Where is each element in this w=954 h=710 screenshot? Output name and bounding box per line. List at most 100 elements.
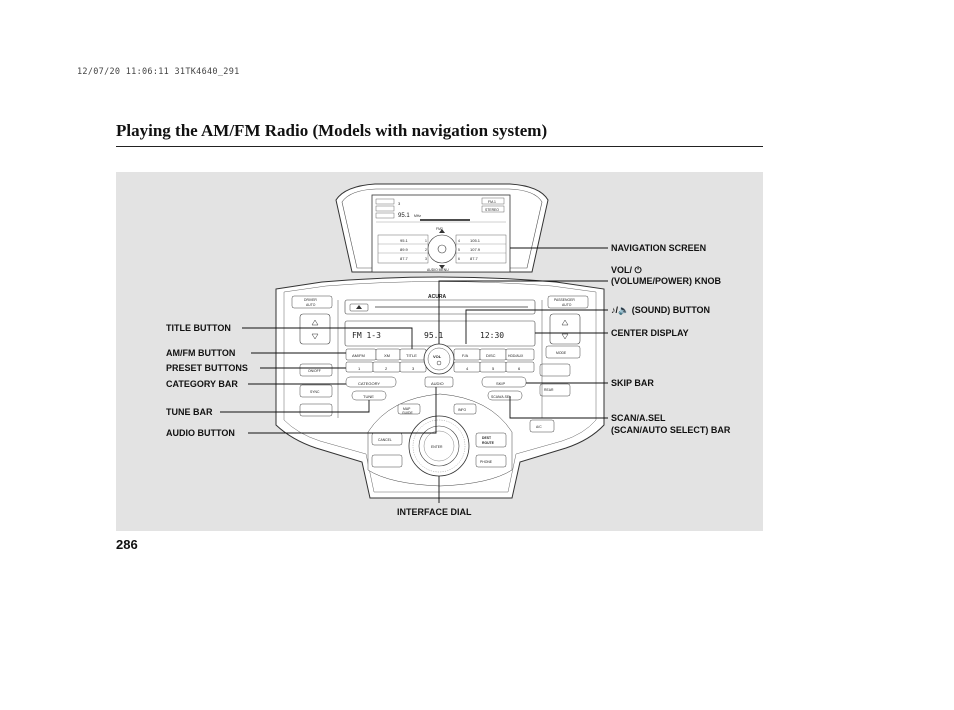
guide-label: GUIDE bbox=[402, 411, 413, 415]
passenger-temp-rocker[interactable] bbox=[549, 313, 581, 345]
callout-tune-bar: TUNE BAR bbox=[166, 407, 213, 417]
cd-slot: ACURA bbox=[344, 294, 536, 315]
pass-auto-bottom: AUTO bbox=[562, 303, 572, 307]
nav-preset-no: 3 bbox=[398, 201, 401, 206]
driver-auto-top: DRIVER bbox=[304, 298, 317, 302]
info-button[interactable] bbox=[453, 403, 477, 415]
phone-right-button[interactable] bbox=[475, 454, 507, 468]
nav-preset-r2: 107.9 bbox=[470, 247, 481, 252]
xm-label: XM bbox=[384, 353, 390, 358]
driver-auto-bottom: AUTO bbox=[306, 303, 316, 307]
pass-temp-up-icon bbox=[561, 319, 569, 326]
callout-title-button: TITLE BUTTON bbox=[166, 323, 231, 333]
callout-scan-line2: (SCAN/AUTO SELECT) BAR bbox=[611, 425, 731, 435]
driver-temp-rocker[interactable] bbox=[299, 313, 331, 345]
power-icon bbox=[436, 360, 442, 366]
nav-band-top: FM-1 bbox=[488, 200, 496, 204]
interface-dial[interactable]: ENTER bbox=[408, 415, 470, 477]
fav-label: F/A bbox=[462, 353, 469, 358]
nav-num-r2: 5 bbox=[458, 248, 460, 252]
preset-button-6[interactable] bbox=[505, 361, 535, 373]
callout-vol-line2: (VOLUME/POWER) KNOB bbox=[611, 276, 721, 286]
map-guide-button[interactable] bbox=[397, 403, 421, 415]
skip-label: SKIP bbox=[496, 381, 505, 386]
callout-interface-dial: INTERFACE DIAL bbox=[397, 507, 472, 517]
nav-preset-l3: 87.7 bbox=[400, 256, 409, 261]
scan-bar[interactable] bbox=[487, 390, 523, 401]
vol-label: VOL bbox=[433, 354, 442, 359]
climate-left: DRIVER AUTO ON/OFF SYNC bbox=[291, 295, 339, 418]
preset-5-label: 5 bbox=[492, 366, 495, 371]
nav-cluster: MAP GUIDE INFO CANCEL DEST ROUTE PHONE E… bbox=[367, 393, 513, 487]
audio-button[interactable] bbox=[424, 376, 454, 388]
amfm-label: AM/FM bbox=[352, 353, 365, 358]
preset-3-label: 3 bbox=[412, 366, 415, 371]
route-label: ROUTE bbox=[482, 441, 495, 445]
mode-label: MODE bbox=[556, 351, 567, 355]
eject-icon bbox=[356, 305, 362, 309]
callout-navigation-screen: NAVIGATION SCREEN bbox=[611, 243, 706, 253]
title-rule bbox=[116, 146, 763, 147]
nav-num-r1: 4 bbox=[458, 239, 460, 243]
pass-auto-top: PASSENGER bbox=[554, 298, 575, 302]
page-title: Playing the AM/FM Radio (Models with nav… bbox=[116, 121, 548, 140]
title-label: TITLE bbox=[406, 353, 417, 358]
climate-on-off-button[interactable] bbox=[299, 363, 333, 377]
cancel-label: CANCEL bbox=[378, 438, 392, 442]
info-label: INFO bbox=[458, 408, 466, 412]
ac-button[interactable] bbox=[529, 419, 555, 433]
on-off-label: ON/OFF bbox=[308, 369, 321, 373]
category-bar[interactable] bbox=[345, 376, 397, 388]
center-display: FM 1-3 95.1 12:30 bbox=[344, 320, 536, 347]
temp-up-icon bbox=[311, 319, 319, 326]
preset-6-label: 6 bbox=[518, 366, 521, 371]
front-defrost-button[interactable] bbox=[539, 363, 571, 377]
lcd-band: FM 1-3 bbox=[352, 331, 381, 340]
nav-preset-r1: 105.1 bbox=[470, 238, 481, 243]
nav-preset-l2: 89.9 bbox=[400, 247, 409, 252]
rear-label: REAR bbox=[544, 388, 554, 392]
hdd-aux-button[interactable] bbox=[505, 348, 535, 361]
navigation-screen: 3 95.1 MHz FM-1 STEREO FM2 95.1 89.9 87.… bbox=[371, 194, 511, 273]
nav-unit: MHz bbox=[414, 214, 421, 218]
nav-preset-l1: 95.1 bbox=[400, 238, 409, 243]
nav-audio-menu: AUDIO MENU bbox=[427, 268, 449, 272]
sync-button[interactable] bbox=[299, 384, 333, 398]
enter-label: ENTER bbox=[431, 445, 443, 449]
bars: CATEGORY TUNE SKIP SCAN/A.SEL bbox=[345, 376, 527, 401]
callout-audio-button: AUDIO BUTTON bbox=[166, 428, 235, 438]
source-row: AM/FM XM TITLE F/A DISC HDD/AUX bbox=[345, 348, 535, 361]
pass-temp-down-icon bbox=[561, 333, 569, 340]
fan-button[interactable] bbox=[299, 403, 333, 417]
vol-knob[interactable]: VOL bbox=[423, 343, 455, 375]
skip-bar[interactable] bbox=[481, 376, 527, 388]
nav-dial-icon bbox=[427, 234, 457, 264]
nav-freq: 95.1 bbox=[398, 213, 410, 219]
phone-label: PHONE bbox=[480, 460, 493, 464]
ac-label: A/C bbox=[536, 425, 542, 429]
tune-label: TUNE bbox=[363, 394, 374, 399]
nav-stereo: STEREO bbox=[485, 208, 499, 212]
callout-preset-buttons: PRESET BUTTONS bbox=[166, 363, 248, 373]
nav-band-center: FM2 bbox=[436, 227, 443, 231]
callout-skip-bar: SKIP BAR bbox=[611, 378, 654, 388]
audio-label: AUDIO bbox=[431, 381, 444, 386]
nav-num-l2: 2 bbox=[425, 248, 427, 252]
dest-route-button[interactable] bbox=[475, 432, 507, 448]
dest-label: DEST bbox=[482, 436, 492, 440]
preset-4-label: 4 bbox=[466, 366, 469, 371]
preset-row: 1 2 3 4 5 6 bbox=[345, 361, 535, 373]
phone-button[interactable] bbox=[371, 454, 403, 468]
rear-defrost-button[interactable] bbox=[539, 383, 571, 397]
preset-2-label: 2 bbox=[385, 366, 388, 371]
callout-vol-line1: VOL/ ⏻ bbox=[611, 265, 643, 275]
callout-scan-line1: SCAN/A.SEL bbox=[611, 413, 666, 423]
nav-num-l1: 1 bbox=[425, 239, 427, 243]
nav-num-l3: 3 bbox=[425, 257, 427, 261]
lcd-freq: 95.1 bbox=[424, 331, 443, 340]
map-label: MAP bbox=[403, 407, 411, 411]
brand-logo: ACURA bbox=[428, 294, 446, 300]
nav-num-r3: 6 bbox=[458, 257, 460, 261]
mode-button[interactable] bbox=[545, 345, 581, 359]
